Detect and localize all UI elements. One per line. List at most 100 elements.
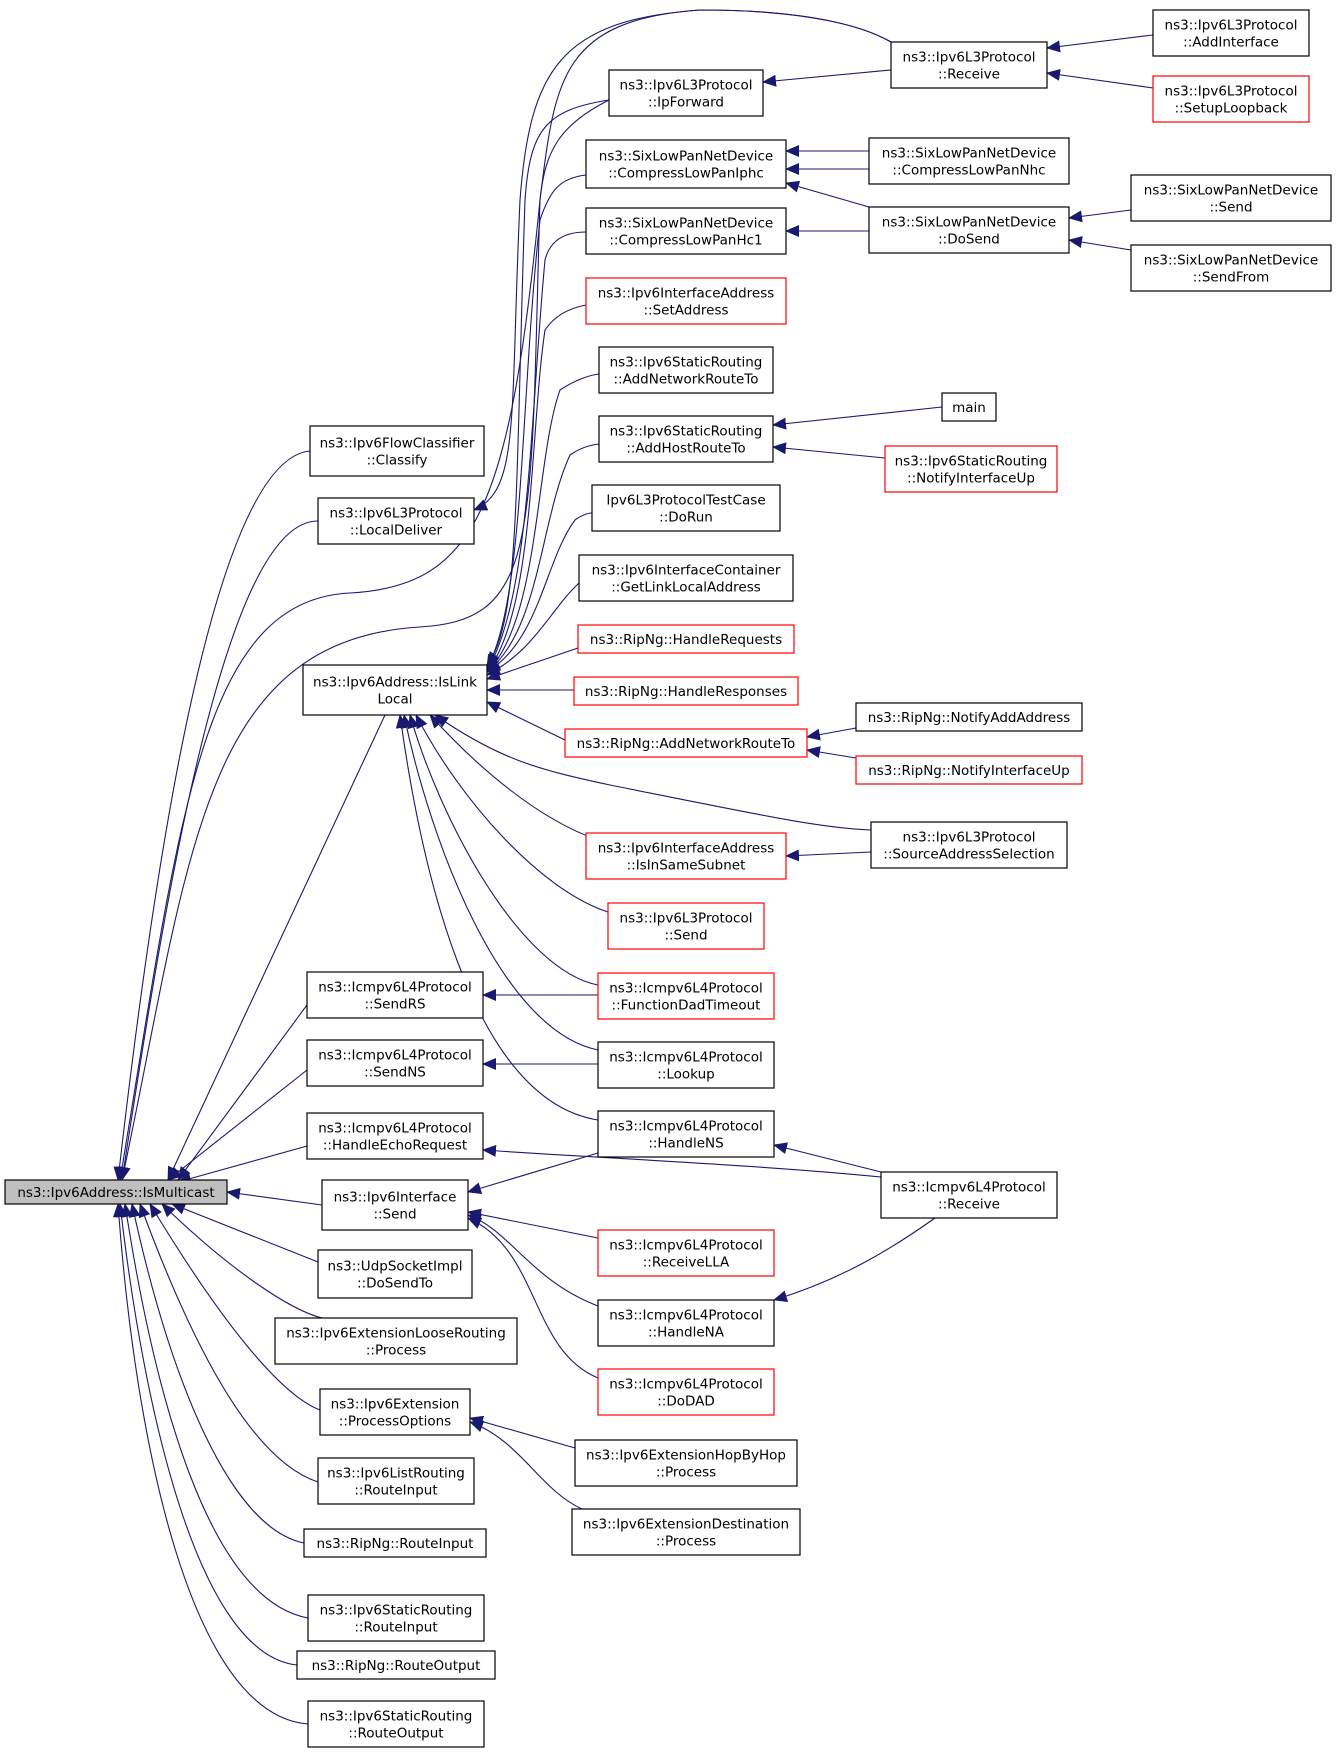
edge-ismulticast-to-islinklocal bbox=[167, 714, 386, 1181]
node-setaddress[interactable]: ns3::Ipv6InterfaceAddress::SetAddress bbox=[585, 277, 787, 325]
node-label: ns3::Ipv6StaticRouting bbox=[610, 355, 763, 371]
node-classify[interactable]: ns3::Ipv6FlowClassifier::Classify bbox=[309, 425, 485, 477]
node-dadtimeout[interactable]: ns3::Icmpv6L4Protocol::FunctionDadTimeou… bbox=[597, 972, 775, 1020]
edge-ismulticast-to-listrouteinput bbox=[138, 1203, 319, 1483]
node-label: ns3::Icmpv6L4Protocol bbox=[609, 981, 763, 997]
node-label: ns3::SixLowPanNetDevice bbox=[1144, 253, 1318, 269]
node-ifsend[interactable]: ns3::Ipv6Interface::Send bbox=[321, 1179, 469, 1231]
node-box bbox=[574, 1439, 798, 1487]
node-compressiphc[interactable]: ns3::SixLowPanNetDevice::CompressLowPanI… bbox=[585, 139, 787, 189]
node-addhostroute[interactable]: ns3::Ipv6StaticRouting::AddHostRouteTo bbox=[598, 415, 774, 463]
node-label: ::SourceAddressSelection bbox=[883, 847, 1054, 863]
edge-ismulticast-to-staticoutput bbox=[112, 1203, 309, 1725]
node-addinterface[interactable]: ns3::Ipv6L3Protocol::AddInterface bbox=[1152, 9, 1310, 57]
node-compressnhc[interactable]: ns3::SixLowPanNetDevice::CompressLowPanN… bbox=[868, 137, 1070, 185]
node-main[interactable]: main bbox=[941, 392, 997, 422]
node-label: ns3::Ipv6InterfaceAddress bbox=[598, 841, 775, 857]
node-localdeliver[interactable]: ns3::Ipv6L3Protocol::LocalDeliver bbox=[317, 497, 475, 545]
node-label: ::HandleNS bbox=[648, 1136, 723, 1152]
node-sendrs[interactable]: ns3::Icmpv6L4Protocol::SendRS bbox=[306, 971, 484, 1019]
node-addnetroute[interactable]: ns3::Ipv6StaticRouting::AddNetworkRouteT… bbox=[598, 346, 774, 394]
edge-islinklocal-to-ipforward bbox=[486, 99, 610, 666]
node-label: ::AddHostRouteTo bbox=[626, 441, 745, 457]
node-label: ns3::Icmpv6L4Protocol bbox=[318, 1121, 472, 1137]
node-ripnginput[interactable]: ns3::RipNg::RouteInput bbox=[303, 1528, 487, 1558]
node-notifyifup_ripng[interactable]: ns3::RipNg::NotifyInterfaceUp bbox=[855, 755, 1083, 785]
node-isinsamesubnet[interactable]: ns3::Ipv6InterfaceAddress::IsInSameSubne… bbox=[585, 832, 787, 880]
node-dosend[interactable]: ns3::SixLowPanNetDevice::DoSend bbox=[868, 206, 1070, 254]
node-handlens[interactable]: ns3::Icmpv6L4Protocol::HandleNS bbox=[597, 1110, 775, 1158]
edge-handleecho-to-icmpreceive bbox=[482, 1144, 882, 1178]
node-label: ns3::Icmpv6L4Protocol bbox=[609, 1377, 763, 1393]
node-destination[interactable]: ns3::Ipv6ExtensionDestination::Process bbox=[571, 1508, 801, 1556]
node-handlerequests[interactable]: ns3::RipNg::HandleRequests bbox=[577, 624, 795, 654]
node-ismulticast[interactable]: ns3::Ipv6Address::IsMulticast bbox=[4, 1179, 228, 1205]
node-compresshc1[interactable]: ns3::SixLowPanNetDevice::CompressLowPanH… bbox=[585, 207, 787, 255]
node-label: ::Process bbox=[656, 1534, 716, 1550]
node-sixsendfrom[interactable]: ns3::SixLowPanNetDevice::SendFrom bbox=[1130, 244, 1332, 292]
edge-ismulticast-to-udpdosend bbox=[171, 1203, 319, 1263]
edge-handlena-to-icmpreceive bbox=[773, 1217, 936, 1302]
edge-ismulticast-to-ripnginput bbox=[128, 1203, 305, 1544]
node-box bbox=[1130, 174, 1332, 222]
node-handleresponses[interactable]: ns3::RipNg::HandleResponses bbox=[573, 676, 799, 706]
node-label: ::ReceiveLLA bbox=[643, 1255, 730, 1271]
node-dodad[interactable]: ns3::Icmpv6L4Protocol::DoDAD bbox=[597, 1368, 775, 1416]
node-box bbox=[585, 207, 787, 255]
edge-ismulticast-to-sendns bbox=[167, 1069, 308, 1181]
node-label: ::Receive bbox=[938, 67, 1000, 83]
node-label: ns3::Ipv6ExtensionDestination bbox=[583, 1517, 789, 1533]
node-label: ns3::Ipv6L3Protocol bbox=[903, 830, 1036, 846]
node-label: ns3::UdpSocketImpl bbox=[328, 1259, 463, 1275]
node-sendns[interactable]: ns3::Icmpv6L4Protocol::SendNS bbox=[306, 1039, 484, 1087]
edge-l3receive-to-setuploopback bbox=[1046, 68, 1154, 89]
node-setuploopback[interactable]: ns3::Ipv6L3Protocol::SetupLoopback bbox=[1152, 75, 1310, 123]
nodes-layer: ns3::Ipv6Address::IsMulticast ns3::Ipv6Fl… bbox=[4, 9, 1332, 1748]
node-box bbox=[890, 41, 1048, 89]
node-box bbox=[884, 445, 1058, 493]
node-ipforward[interactable]: ns3::Ipv6L3Protocol::IpForward bbox=[608, 69, 764, 117]
node-ripngoutput[interactable]: ns3::RipNg::RouteOutput bbox=[296, 1650, 496, 1680]
node-notifyaddaddr[interactable]: ns3::RipNg::NotifyAddAddress bbox=[855, 702, 1083, 732]
node-l3send[interactable]: ns3::Ipv6L3Protocol::Send bbox=[607, 902, 765, 950]
node-lookup[interactable]: ns3::Icmpv6L4Protocol::Lookup bbox=[597, 1041, 775, 1089]
edge-addhostroute-to-notifyifup_static bbox=[772, 442, 886, 459]
node-processopts[interactable]: ns3::Ipv6Extension::ProcessOptions bbox=[319, 1388, 471, 1436]
node-staticinput[interactable]: ns3::Ipv6StaticRouting::RouteInput bbox=[307, 1594, 485, 1642]
node-box bbox=[1152, 9, 1310, 57]
node-srcaddrsel[interactable]: ns3::Ipv6L3Protocol::SourceAddressSelect… bbox=[870, 821, 1068, 869]
node-label: ::GetLinkLocalAddress bbox=[611, 580, 761, 596]
node-label: ::FunctionDadTimeout bbox=[612, 998, 761, 1014]
node-getlinklocal[interactable]: ns3::Ipv6InterfaceContainer::GetLinkLoca… bbox=[578, 554, 794, 602]
node-sixsend[interactable]: ns3::SixLowPanNetDevice::Send bbox=[1130, 174, 1332, 222]
node-notifyifup_static[interactable]: ns3::Ipv6StaticRouting::NotifyInterfaceU… bbox=[884, 445, 1058, 493]
node-ripngaddnet[interactable]: ns3::RipNg::AddNetworkRouteTo bbox=[564, 728, 808, 758]
node-label: ns3::SixLowPanNetDevice bbox=[882, 215, 1056, 231]
edge-islinklocal-to-setaddress bbox=[486, 304, 587, 673]
node-label: ns3::SixLowPanNetDevice bbox=[599, 149, 773, 165]
node-label: ::CompressLowPanHc1 bbox=[609, 233, 762, 249]
edge-l3receive-to-addinterface bbox=[1046, 34, 1154, 53]
node-receivella[interactable]: ns3::Icmpv6L4Protocol::ReceiveLLA bbox=[597, 1229, 775, 1277]
node-udpdosend[interactable]: ns3::UdpSocketImpl::DoSendTo bbox=[317, 1249, 473, 1299]
node-hopbyhop[interactable]: ns3::Ipv6ExtensionHopByHop::Process bbox=[574, 1439, 798, 1487]
node-looserouting[interactable]: ns3::Ipv6ExtensionLooseRouting::Process bbox=[274, 1317, 518, 1365]
node-label: ns3::Ipv6ExtensionHopByHop bbox=[586, 1448, 786, 1464]
node-label: ns3::Ipv6Interface bbox=[334, 1190, 457, 1206]
node-staticoutput[interactable]: ns3::Ipv6StaticRouting::RouteOutput bbox=[307, 1700, 485, 1748]
node-label: ns3::Ipv6L3Protocol bbox=[903, 50, 1036, 66]
node-label: ns3::Icmpv6L4Protocol bbox=[609, 1050, 763, 1066]
node-icmpreceive[interactable]: ns3::Icmpv6L4Protocol::Receive bbox=[880, 1171, 1058, 1219]
node-box bbox=[597, 1041, 775, 1089]
node-handlena[interactable]: ns3::Icmpv6L4Protocol::HandleNA bbox=[597, 1299, 775, 1347]
edge-islinklocal-to-l3testrun bbox=[486, 512, 593, 673]
node-listrouteinput[interactable]: ns3::Ipv6ListRouting::RouteInput bbox=[317, 1457, 475, 1505]
node-handleecho[interactable]: ns3::Icmpv6L4Protocol::HandleEchoRequest bbox=[306, 1112, 484, 1160]
node-label: ns3::RipNg::HandleResponses bbox=[585, 684, 787, 700]
node-label: ns3::RipNg::NotifyInterfaceUp bbox=[868, 763, 1070, 779]
node-l3receive[interactable]: ns3::Ipv6L3Protocol::Receive bbox=[890, 41, 1048, 89]
edge-islinklocal-to-compresshc1 bbox=[486, 231, 587, 671]
node-l3testrun[interactable]: Ipv6L3ProtocolTestCase::DoRun bbox=[591, 484, 781, 532]
